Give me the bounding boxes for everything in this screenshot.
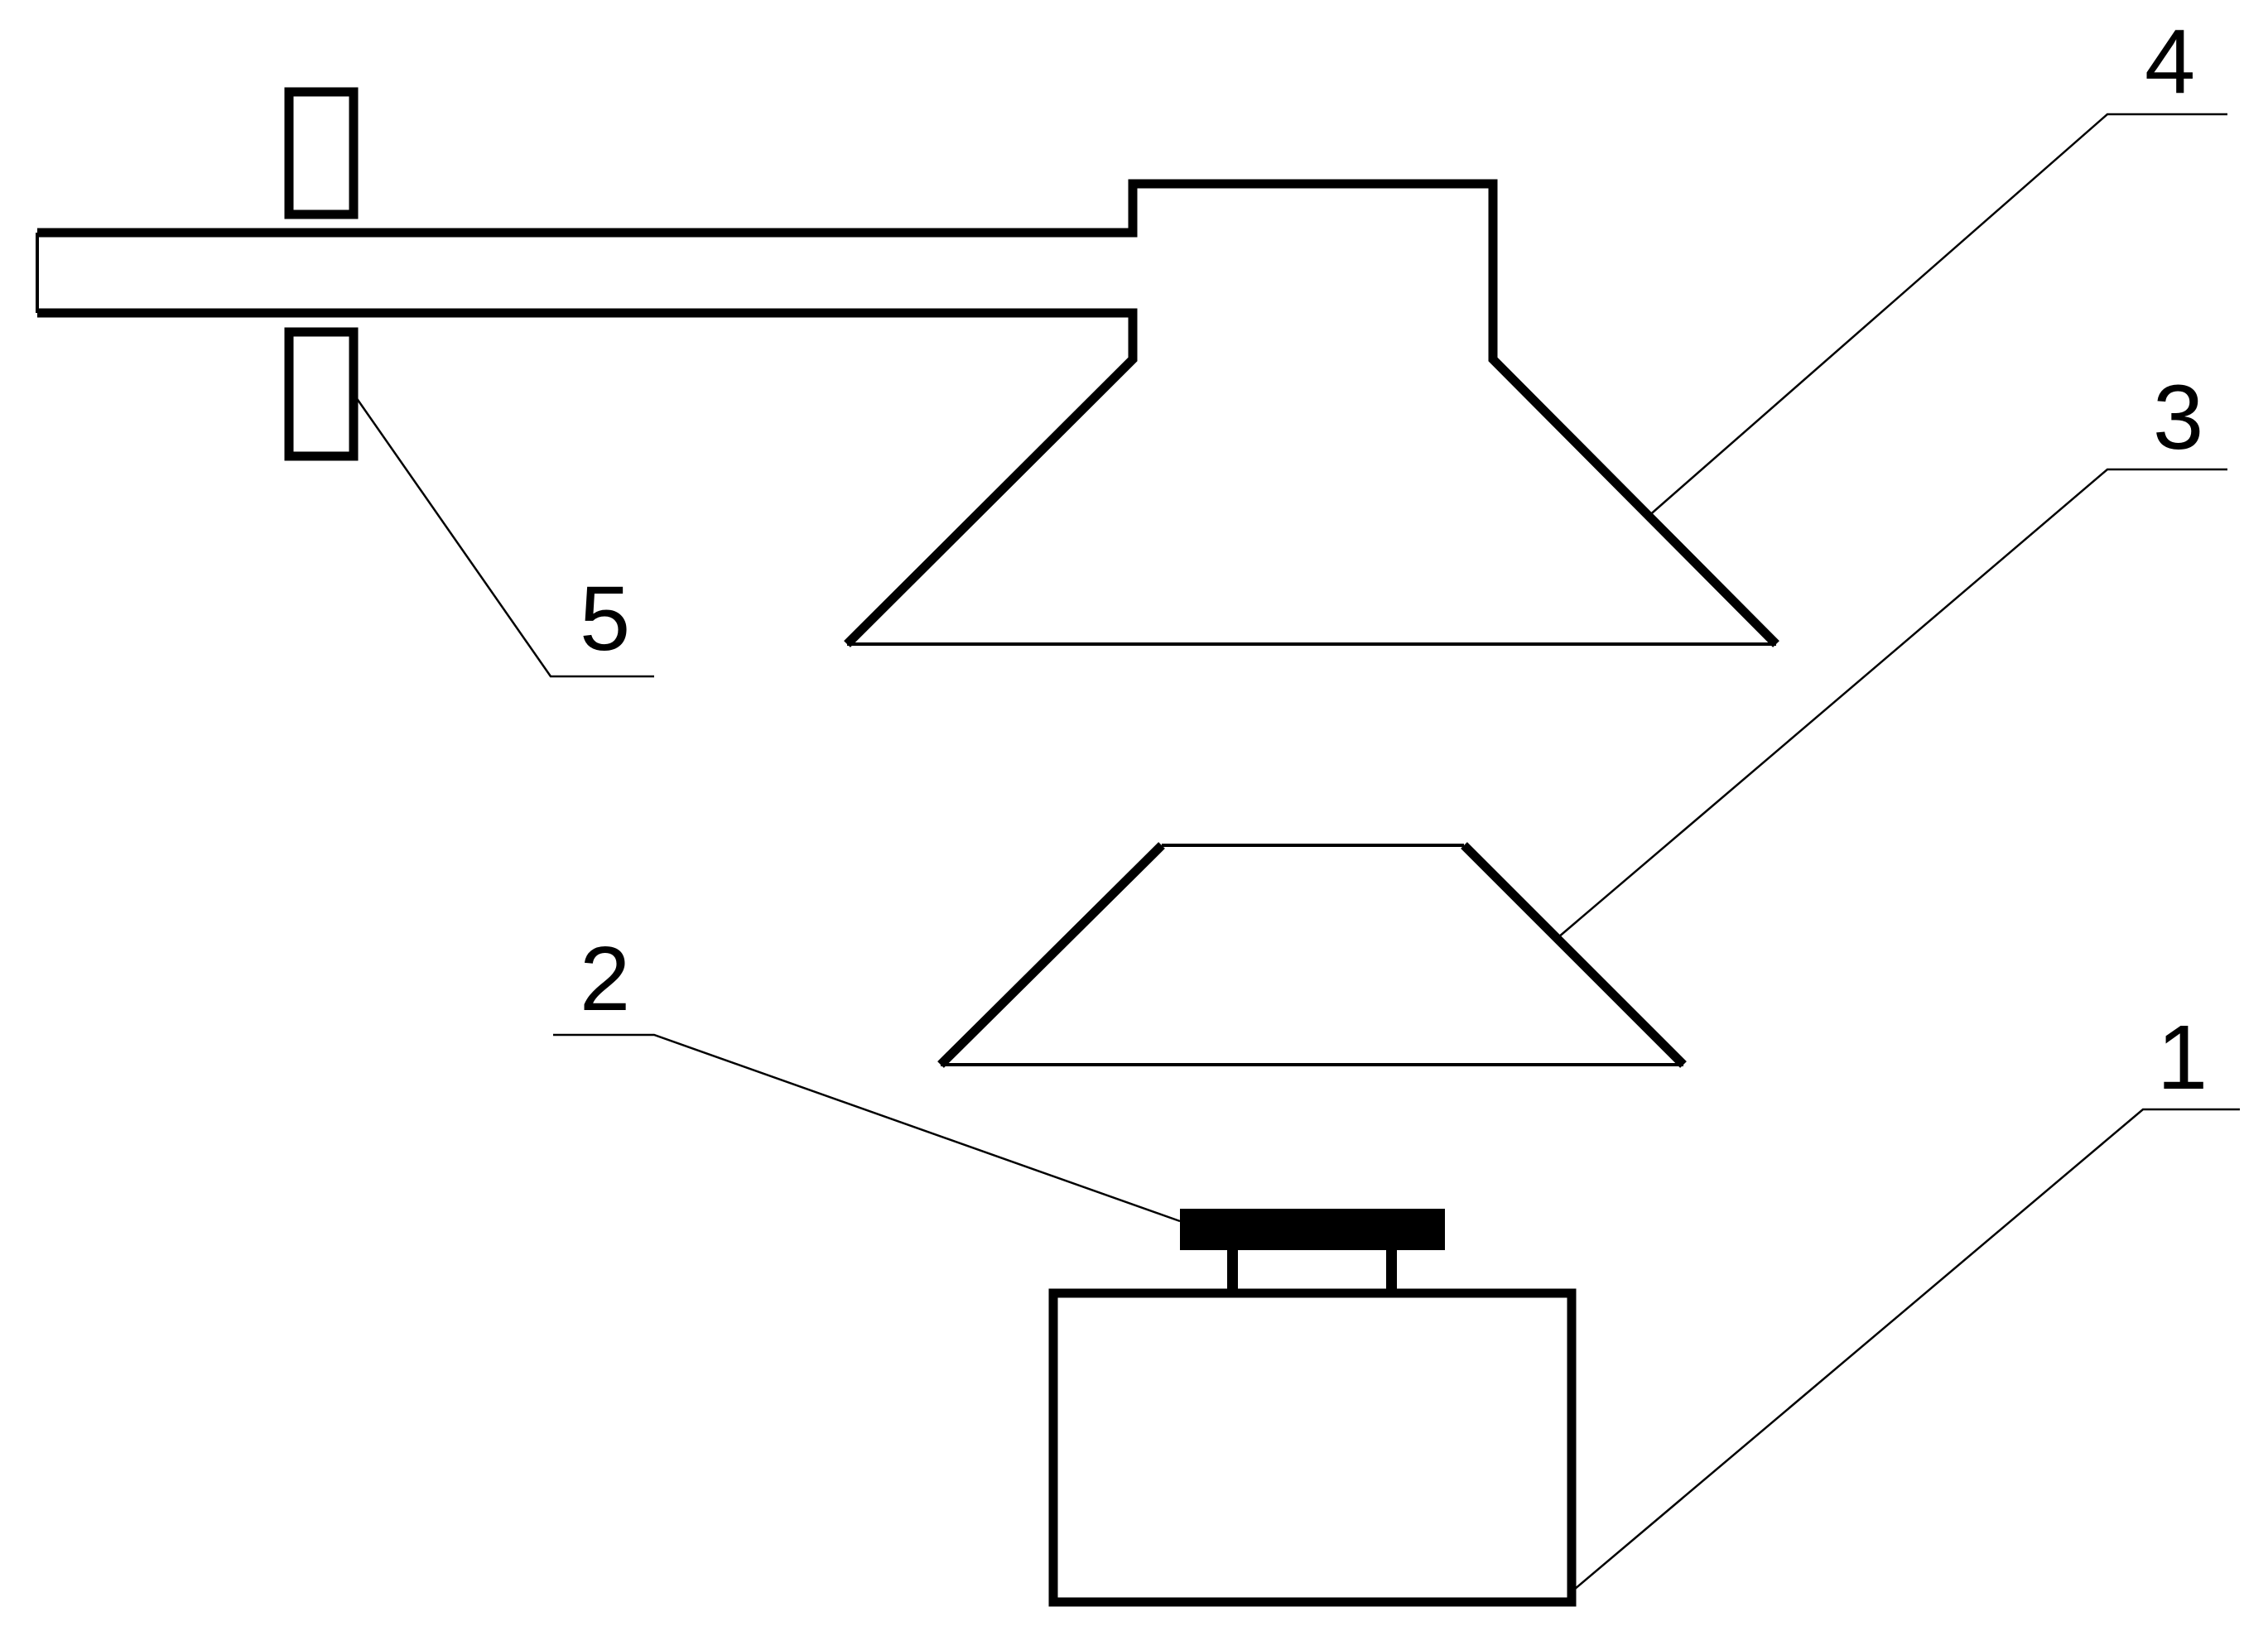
cone-sides [937, 842, 1687, 1068]
base-box [1048, 1288, 1577, 1607]
leader-line-3 [1558, 468, 2227, 938]
plate-bar [1180, 1209, 1445, 1250]
sample-plate [1180, 1209, 1445, 1294]
leader-line-1 [1573, 1108, 2240, 1590]
callout-label-2: 2 [580, 928, 630, 1030]
plate-post-left [1227, 1248, 1238, 1294]
clamp-block-upper [284, 87, 359, 219]
callout-label-1: 1 [2157, 1007, 2208, 1109]
clamp-block-lower [284, 327, 359, 461]
plate-post-right [1386, 1248, 1397, 1294]
leader-line-2 [553, 1033, 1181, 1223]
tube-upper-wall-and-hood-top [37, 179, 1779, 647]
callout-label-5: 5 [580, 568, 630, 670]
truncated-cone [937, 842, 1687, 1068]
leader-line-4 [1646, 113, 2227, 518]
callout-label-3: 3 [2153, 367, 2203, 469]
tube-lower-wall-and-hood-side [37, 308, 1138, 647]
callout-label-4: 4 [2145, 11, 2195, 113]
hood-with-tube [36, 179, 1779, 647]
leader-line-5 [354, 397, 654, 678]
